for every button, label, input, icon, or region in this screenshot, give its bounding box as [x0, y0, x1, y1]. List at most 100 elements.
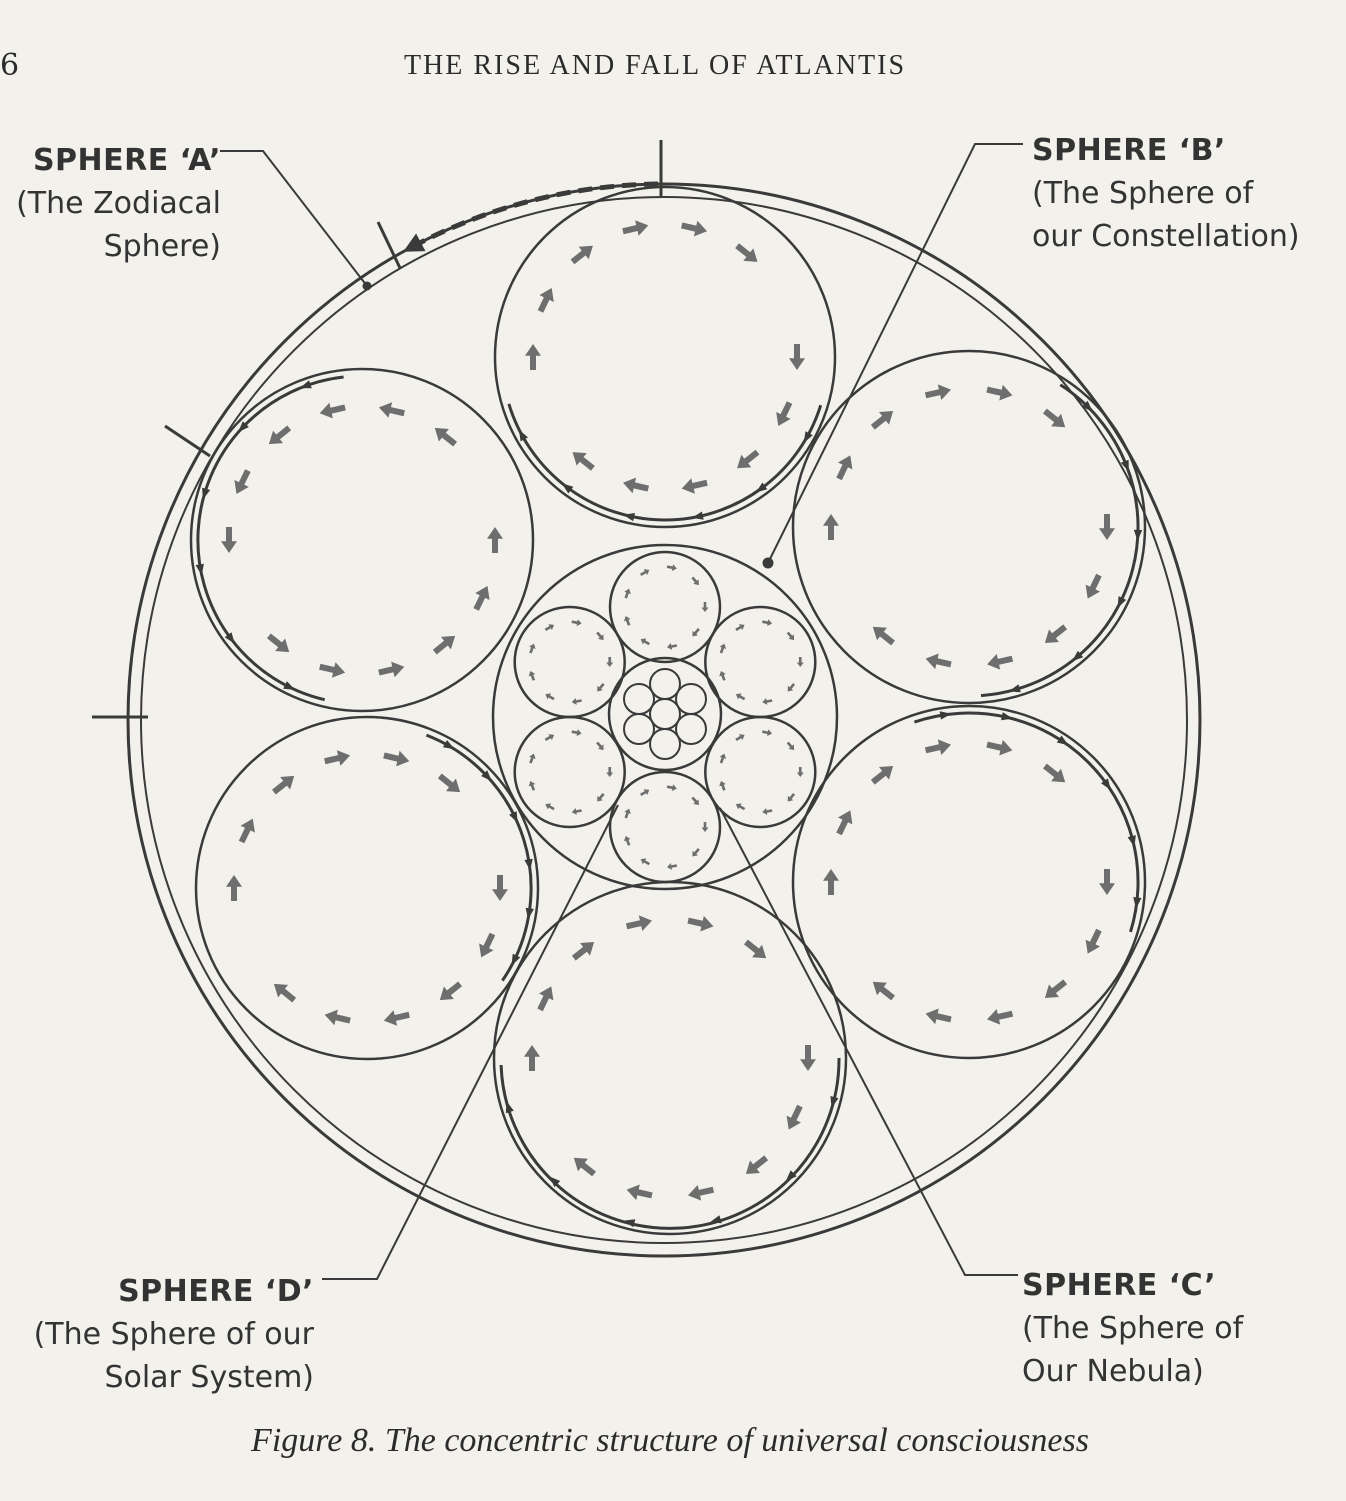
motion-arrow-2-8 [823, 514, 839, 540]
small-motion-arrow-1-6 [624, 588, 631, 599]
sphere-a-desc-line1: (The Zodiacal [16, 186, 221, 221]
motion-arrow-3-6 [872, 981, 895, 1001]
rim-arrowhead-1-2 [755, 482, 768, 493]
small-motion-arrow-1-1 [701, 602, 709, 612]
motion-arrow-2-11 [924, 384, 951, 400]
small-motion-arrow-4-9 [691, 796, 699, 806]
motion-arrow-6-11 [319, 402, 346, 419]
small-motion-arrow-4-6 [624, 808, 631, 819]
motion-arrow-1-9 [537, 288, 554, 313]
small-motion-arrow-3-9 [786, 741, 795, 751]
small-motion-arrow-2-7 [735, 624, 745, 631]
outer-motion-arc [403, 181, 659, 252]
motion-arrow-6-1 [487, 527, 503, 553]
small-motion-arrow-2-2 [787, 683, 796, 692]
motion-arrow-6-2 [473, 586, 490, 611]
sphere-b-orbit-3 [791, 704, 1147, 1060]
rim-arrowhead-4-2 [785, 1170, 797, 1182]
motion-arrow-4-5 [626, 1184, 653, 1201]
motion-arrow-4-1 [800, 1045, 816, 1071]
small-motion-arrow-1-8 [666, 564, 677, 572]
sphere-c-desc-line1: (The Sphere of [1022, 1311, 1244, 1346]
motion-arrow-6-10 [268, 425, 292, 445]
small-motion-arrow-5-6 [529, 753, 536, 764]
small-motion-arrow-5-4 [545, 803, 555, 811]
leader-line-sphere-c [719, 807, 1018, 1276]
sphere-c-inner-circle-6 [513, 605, 626, 719]
motion-arrow-4-13 [744, 939, 767, 959]
motion-arrow-5-13 [437, 773, 461, 793]
rim-arrowhead-3-1 [939, 711, 952, 720]
motion-arrow-3-9 [836, 810, 853, 836]
motion-arrow-6-12 [378, 402, 405, 418]
motion-arrow-1-2 [776, 401, 793, 426]
sphere-b-orbit-6 [189, 367, 535, 713]
motion-arrow-4-4 [688, 1185, 715, 1201]
rim-arrowhead-2-1 [1081, 400, 1093, 412]
core-circle-2 [649, 668, 681, 700]
motion-arrow-2-6 [872, 626, 895, 646]
diagram-structure [92, 140, 1202, 1280]
sphere-b-rim-band-3 [913, 711, 1140, 933]
leader-line-sphere-b [767, 143, 1023, 564]
page-number: 6 [0, 48, 20, 83]
motion-arrow-1-1 [789, 344, 805, 370]
motion-arrow-2-1 [1099, 514, 1115, 540]
leader-line-sphere-a [220, 150, 368, 287]
rim-arrowhead-4-4 [623, 1219, 636, 1228]
motion-arrow-1-12 [681, 220, 707, 237]
small-motion-arrow-1-7 [640, 569, 650, 576]
rim-arrowhead-2-6 [1008, 684, 1021, 693]
motion-arrow-3-3 [1044, 979, 1068, 998]
sphere-b-orbit-2 [791, 349, 1147, 705]
sphere-b-rim-band-2 [980, 383, 1140, 698]
sphere-d-desc-line2: Solar System) [104, 1360, 314, 1395]
rim-arrowhead-3-3 [1056, 735, 1069, 746]
rim-arrowhead-6-1 [283, 681, 296, 690]
motion-arrow-4-2 [786, 1104, 803, 1130]
motion-arrow-1-11 [622, 220, 649, 236]
small-motion-arrow-2-9 [786, 631, 795, 641]
small-motion-arrow-2-1 [796, 657, 804, 667]
small-motion-arrow-6-7 [544, 624, 555, 631]
small-motion-arrow-5-2 [597, 793, 605, 802]
sphere-b-rim-band-5 [425, 733, 533, 982]
sphere-b-desc-line1: (The Sphere of [1032, 176, 1254, 211]
sphere-c-central [491, 543, 839, 891]
small-motion-arrow-4-8 [666, 784, 677, 792]
sphere-b-rim-band-1 [507, 403, 823, 522]
motion-arrow-1-3 [737, 449, 760, 469]
rim-arrowhead-5-6 [511, 953, 521, 966]
motion-arrow-6-9 [234, 469, 251, 494]
rim-arrowhead-2-5 [1072, 650, 1084, 662]
small-motion-arrow-4-1 [701, 822, 709, 832]
motion-arrow-4-11 [625, 915, 652, 931]
small-motion-arrow-1-9 [691, 576, 699, 586]
leader-dot-sphere-a [362, 281, 372, 291]
rim-arrowhead-6-4 [202, 487, 211, 500]
sphere-b-orbit-5 [194, 715, 540, 1061]
small-motion-arrow-3-8 [762, 729, 773, 737]
motion-arrow-4-6 [573, 1157, 596, 1177]
rim-arrowhead-3-6 [1133, 897, 1142, 909]
small-motion-arrow-3-7 [735, 734, 745, 741]
label-sphere-a: SPHERE ‘A’ (The Zodiacal Sphere) [16, 139, 221, 268]
small-motion-arrow-6-3 [571, 698, 582, 705]
running-head: THE RISE AND FALL OF ATLANTIS [403, 50, 907, 81]
motion-arrow-5-8 [226, 875, 242, 901]
motion-arrow-5-10 [272, 775, 295, 795]
sphere-c-inner-circle-4 [608, 770, 722, 884]
sphere-b-orbit-1 [493, 185, 837, 529]
rim-arrowhead-1-3 [691, 511, 704, 520]
rim-arrowhead-1-4 [623, 513, 635, 522]
small-motion-arrow-6-9 [596, 631, 604, 641]
motion-arrow-6-13 [434, 427, 457, 447]
motion-arrow-6-6 [267, 633, 290, 653]
small-motion-arrow-1-4 [640, 638, 650, 646]
small-motion-arrow-5-3 [571, 808, 582, 815]
sphere-b-rim-band-6 [196, 375, 344, 702]
leader-line-sphere-d [322, 804, 619, 1280]
motion-arrow-6-5 [319, 662, 346, 678]
small-motion-arrow-4-3 [667, 863, 678, 870]
small-motion-arrow-4-7 [640, 789, 650, 796]
